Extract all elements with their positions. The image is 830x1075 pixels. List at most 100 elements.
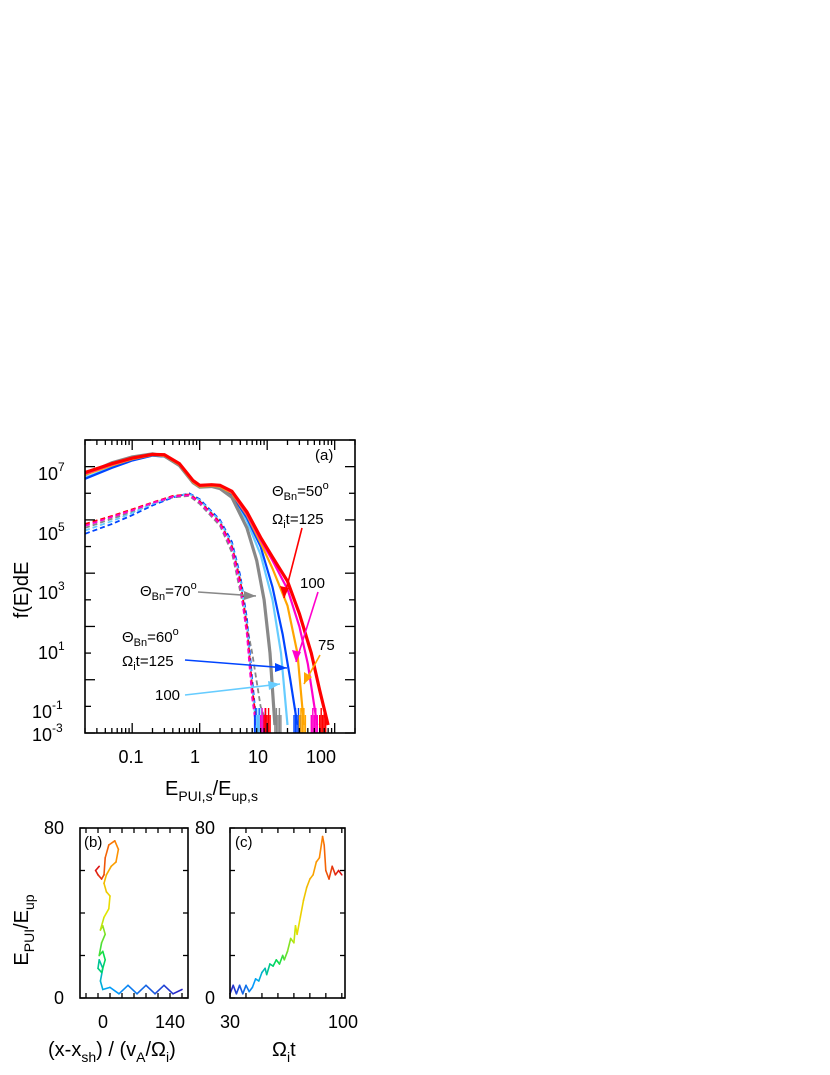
time-series-segment bbox=[286, 937, 292, 953]
panel-c: (c) 80 0 30 100 Ωit bbox=[195, 818, 358, 1065]
annotation-arrows bbox=[184, 527, 321, 696]
y-tick-label: 0 bbox=[205, 988, 215, 1008]
x-tick-label: 100 bbox=[328, 1012, 358, 1032]
panel-a: (a) 0.1 1 10 100 107 105 103 101 10-1 10… bbox=[11, 439, 356, 804]
annotation-theta-50: ΘBn=50o bbox=[272, 480, 329, 503]
time-series-segment bbox=[242, 984, 247, 995]
y-tick-label: 105 bbox=[38, 520, 65, 544]
trajectory-segment bbox=[102, 924, 106, 936]
x-tick-label: 30 bbox=[220, 1012, 240, 1032]
trajectory-segment bbox=[100, 933, 106, 944]
time-series-segment bbox=[251, 978, 257, 989]
trajectory-segment bbox=[118, 984, 129, 995]
panel-c-ticks bbox=[229, 827, 345, 999]
trajectory-segment bbox=[97, 958, 100, 970]
annotation-omega-125-blue: Ωit=125 bbox=[122, 653, 174, 673]
time-series-segment bbox=[331, 865, 337, 876]
arrow-red bbox=[283, 527, 303, 599]
time-series-segment bbox=[305, 878, 311, 889]
arrowhead-blue bbox=[275, 663, 287, 672]
trajectory-segment bbox=[94, 865, 100, 872]
time-series-segment bbox=[232, 984, 238, 995]
arrow-magenta bbox=[295, 591, 319, 663]
panel-c-label: (c) bbox=[235, 834, 253, 851]
time-series-segment bbox=[334, 869, 340, 876]
panel-c-frame bbox=[229, 827, 346, 999]
arrow-blue bbox=[184, 659, 288, 669]
time-series-segment bbox=[278, 954, 284, 965]
x-axis-title: Ωit bbox=[272, 1039, 296, 1065]
trajectory-segment bbox=[99, 916, 105, 931]
time-series-segment bbox=[324, 869, 330, 880]
time-series-segment bbox=[283, 950, 289, 961]
arrowhead-orange bbox=[304, 672, 312, 684]
trajectory-segment bbox=[103, 907, 110, 919]
time-series-segment bbox=[337, 869, 343, 876]
y-tick-label: 10-1 bbox=[32, 698, 63, 722]
x-axis-title: EPUI,s/Eup,s bbox=[165, 778, 258, 804]
annotation-75-orange: 75 bbox=[318, 637, 335, 654]
time-series-segment bbox=[257, 971, 263, 982]
time-series-segment bbox=[235, 984, 241, 995]
panel-a-series bbox=[84, 452, 330, 733]
trajectory-segment bbox=[99, 980, 104, 991]
time-series-segment bbox=[321, 835, 326, 846]
trajectory-segment bbox=[104, 844, 110, 859]
trajectory-segment bbox=[115, 848, 120, 863]
dashed-series-line bbox=[84, 494, 269, 726]
arrowhead-magenta bbox=[292, 650, 301, 662]
annotation-theta-70: ΘBn=70o bbox=[140, 580, 197, 603]
trajectory-segment bbox=[110, 861, 117, 868]
time-series-segment bbox=[302, 886, 308, 902]
panel-c-series bbox=[229, 835, 343, 995]
trajectory-segment bbox=[145, 984, 156, 995]
panel-a-ticks bbox=[84, 439, 356, 734]
panel-b-trajectory bbox=[94, 839, 183, 995]
trajectory-segment bbox=[102, 950, 106, 961]
x-tick-label: 140 bbox=[155, 1012, 185, 1032]
time-series-segment bbox=[296, 916, 302, 936]
time-series-segment bbox=[245, 984, 250, 993]
y-axis-title: f(E)dE bbox=[11, 562, 33, 619]
trajectory-segment bbox=[97, 873, 103, 880]
arrowhead-gray bbox=[244, 591, 256, 600]
trajectory-segment bbox=[103, 882, 108, 893]
time-series-segment bbox=[299, 899, 305, 919]
trajectory-segment bbox=[103, 856, 106, 876]
time-series-segment bbox=[315, 856, 321, 863]
x-tick-label: 0 bbox=[98, 1012, 108, 1032]
time-series-segment bbox=[248, 986, 254, 993]
panel-b-ticks bbox=[80, 827, 188, 999]
arrow-lightblue bbox=[184, 683, 281, 696]
time-series-segment bbox=[328, 865, 334, 880]
x-tick-label: 0.1 bbox=[118, 747, 143, 767]
trajectory-segment bbox=[105, 865, 112, 876]
trajectory-segment bbox=[108, 895, 111, 910]
trajectory-segment bbox=[114, 839, 120, 851]
panel-a-label: (a) bbox=[315, 447, 333, 464]
annotation-100-lightblue: 100 bbox=[155, 687, 180, 704]
x-tick-label: 100 bbox=[306, 747, 336, 767]
trajectory-segment bbox=[105, 890, 111, 897]
arrowhead-red bbox=[280, 586, 289, 598]
trajectory-segment bbox=[136, 984, 147, 995]
x-axis-title: (x-xsh) / (vA/Ωi) bbox=[48, 1039, 176, 1065]
y-tick-label: 0 bbox=[54, 988, 64, 1008]
y-tick-label: 80 bbox=[44, 818, 64, 838]
trajectory-segment bbox=[163, 984, 174, 995]
time-series-segment bbox=[312, 861, 318, 876]
trajectory-segment bbox=[94, 869, 99, 876]
series-line bbox=[84, 452, 330, 726]
time-series-segment bbox=[323, 844, 327, 872]
trajectory-segment bbox=[103, 873, 108, 885]
annotation-100-magenta: 100 bbox=[300, 575, 325, 592]
panel-b-frame bbox=[79, 827, 189, 999]
trajectory-segment bbox=[100, 958, 106, 974]
trajectory-segment bbox=[108, 839, 116, 846]
panel-b: (b) 80 0 0 140 EPUI/Eup (x-xsh) / (vA/Ωi… bbox=[11, 818, 189, 1065]
trajectory-segment bbox=[109, 986, 120, 995]
dashed-series-line bbox=[84, 494, 257, 726]
y-tick-label: 103 bbox=[38, 579, 65, 603]
trajectory-segment bbox=[127, 984, 138, 995]
